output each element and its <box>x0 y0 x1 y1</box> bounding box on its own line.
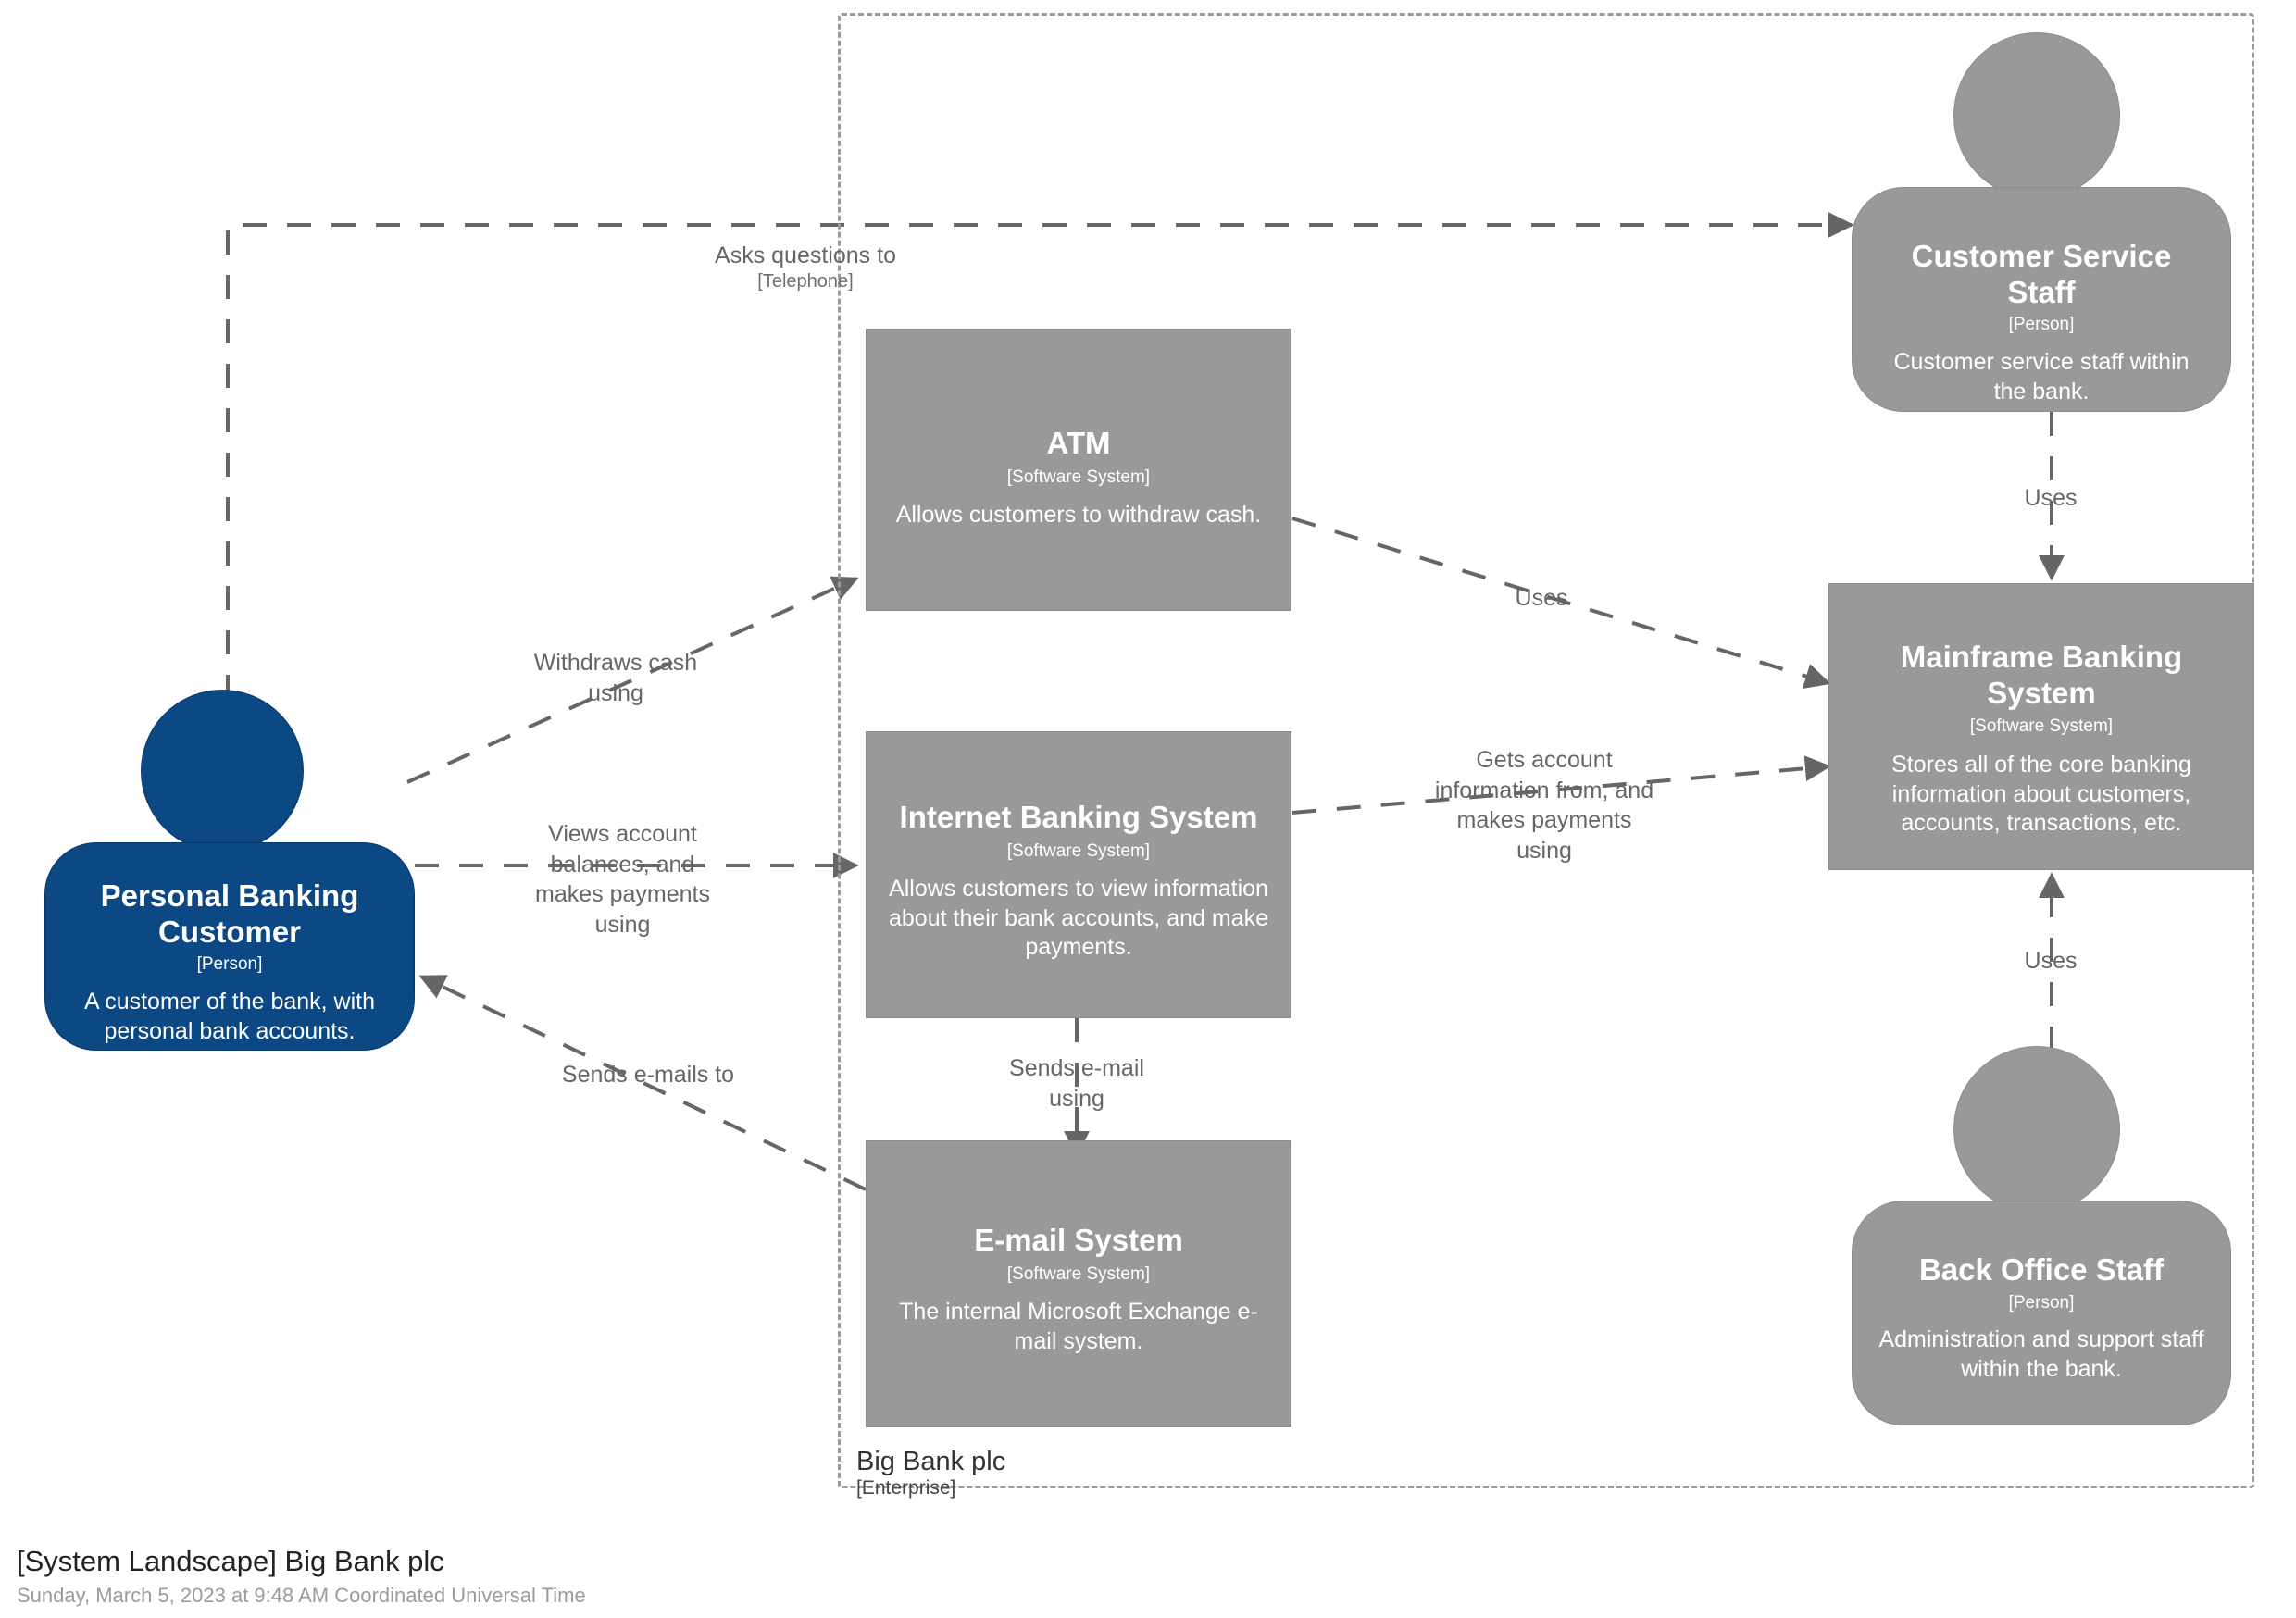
edge-label-css-uses-mainframe: Uses <box>2024 485 2078 511</box>
element-type: [Software System] <box>1006 840 1151 861</box>
person-body: Personal Banking Customer [Person] A cus… <box>44 842 415 1051</box>
element-mainframe-banking-system[interactable]: Mainframe Banking System [Software Syste… <box>1828 583 2254 870</box>
element-name: E-mail System <box>974 1223 1183 1257</box>
edge-label-text: Asks questions to <box>715 242 896 268</box>
page-timestamp: Sunday, March 5, 2023 at 9:48 AM Coordin… <box>17 1584 586 1607</box>
person-head-icon <box>1953 32 2120 199</box>
element-email-system[interactable]: E-mail System [Software System] The inte… <box>866 1140 1292 1427</box>
edge-label-ibs-gets-account-information: Gets account information from, and makes… <box>1434 747 1654 864</box>
element-description: Stores all of the core banking informati… <box>1891 752 2191 837</box>
element-atm[interactable]: ATM [Software System] Allows customers t… <box>866 329 1292 611</box>
element-type: [Person] <box>2008 1292 2075 1313</box>
element-name: Internet Banking System <box>899 800 1258 834</box>
element-description: Allows customers to view information abo… <box>889 876 1268 961</box>
person-head-icon <box>141 690 304 853</box>
page-title: [System Landscape] Big Bank plc <box>17 1545 444 1577</box>
element-name: Personal Banking Customer <box>100 878 359 949</box>
element-description: Administration and support staff within … <box>1878 1326 2204 1382</box>
element-description: A customer of the bank, with personal ba… <box>83 989 376 1044</box>
person-head-icon <box>1953 1046 2120 1213</box>
edge-label-atm-uses-mainframe: Uses <box>1515 585 1568 611</box>
edge-label-bos-uses-mainframe: Uses <box>2024 948 2078 974</box>
element-personal-banking-customer[interactable]: Personal Banking Customer [Person] A cus… <box>44 690 415 1051</box>
element-name: ATM <box>1046 426 1111 460</box>
person-body: Customer Service Staff [Person] Customer… <box>1852 187 2231 412</box>
element-name: Customer Service Staff <box>1911 239 2172 309</box>
element-type: [Software System] <box>1006 467 1151 487</box>
person-body: Back Office Staff [Person] Administratio… <box>1852 1201 2231 1425</box>
element-back-office-staff[interactable]: Back Office Staff [Person] Administratio… <box>1852 1046 2231 1425</box>
element-description: Customer service staff within the bank. <box>1893 349 2190 404</box>
element-type: [Person] <box>2008 315 2075 335</box>
element-internet-banking-system[interactable]: Internet Banking System [Software System… <box>866 731 1292 1018</box>
element-type: [Software System] <box>1006 1263 1151 1284</box>
element-description: The internal Microsoft Exchange e-mail s… <box>899 1299 1258 1354</box>
enterprise-boundary-label: Big Bank plc [Enterprise] <box>856 1446 1005 1500</box>
edge-label-sends-emails-to: Sends e-mails to <box>561 1062 735 1088</box>
enterprise-type: [Enterprise] <box>856 1477 956 1500</box>
element-description: Allows customers to withdraw cash. <box>895 502 1262 529</box>
edge-label-asks-questions-to: Asks questions to [Telephone] <box>639 210 972 324</box>
element-customer-service-staff[interactable]: Customer Service Staff [Person] Customer… <box>1852 32 2231 412</box>
element-type: [Software System] <box>1969 716 2114 737</box>
edge-label-withdraws-cash-using: Withdraws cash using <box>533 650 698 706</box>
element-name: Back Office Staff <box>1918 1252 2165 1287</box>
edge-label-technology: [Telephone] <box>757 271 854 292</box>
enterprise-name: Big Bank plc <box>856 1447 1006 1476</box>
edge-label-views-account-balances: Views account balances, and makes paymen… <box>535 821 710 938</box>
element-name: Mainframe Banking System <box>1900 640 2183 710</box>
edge-label-sends-email-using: Sends e-mail using <box>1009 1055 1144 1112</box>
element-type: [Person] <box>196 954 263 975</box>
